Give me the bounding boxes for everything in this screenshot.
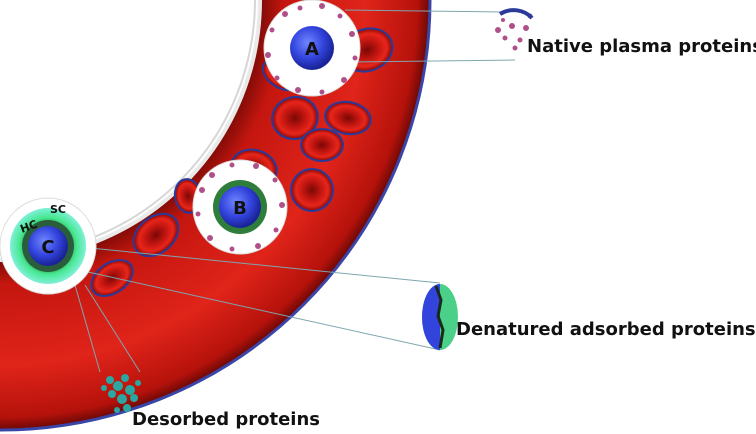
red-blood-cell (90, 258, 134, 298)
denatured-adsorbed-proteins-label: Denatured adsorbed proteins (456, 319, 756, 340)
desorbed-proteins-inset (101, 374, 141, 413)
red-blood-cell (132, 212, 180, 258)
desorbed-proteins-label: Desorbed proteins (132, 409, 320, 430)
red-blood-cell (300, 128, 344, 162)
nanoparticle-b: B (192, 159, 288, 255)
nanoparticle-a: A (263, 0, 361, 97)
red-blood-cell (324, 100, 372, 136)
nanoparticle-c: C HC SC (0, 197, 97, 295)
native-proteins-inset (488, 8, 536, 54)
native-plasma-proteins-label: Native plasma proteins (527, 36, 756, 57)
connector-lines (69, 9, 516, 373)
denatured-proteins-inset (422, 284, 458, 350)
hard-corona-label: HC (18, 218, 39, 236)
particle-label-b: B (233, 198, 247, 219)
soft-corona-label: SC (50, 203, 66, 216)
red-blood-cell (271, 95, 319, 141)
red-blood-cell (290, 168, 334, 212)
particle-label-c: C (41, 237, 54, 258)
particle-label-a: A (305, 39, 319, 60)
